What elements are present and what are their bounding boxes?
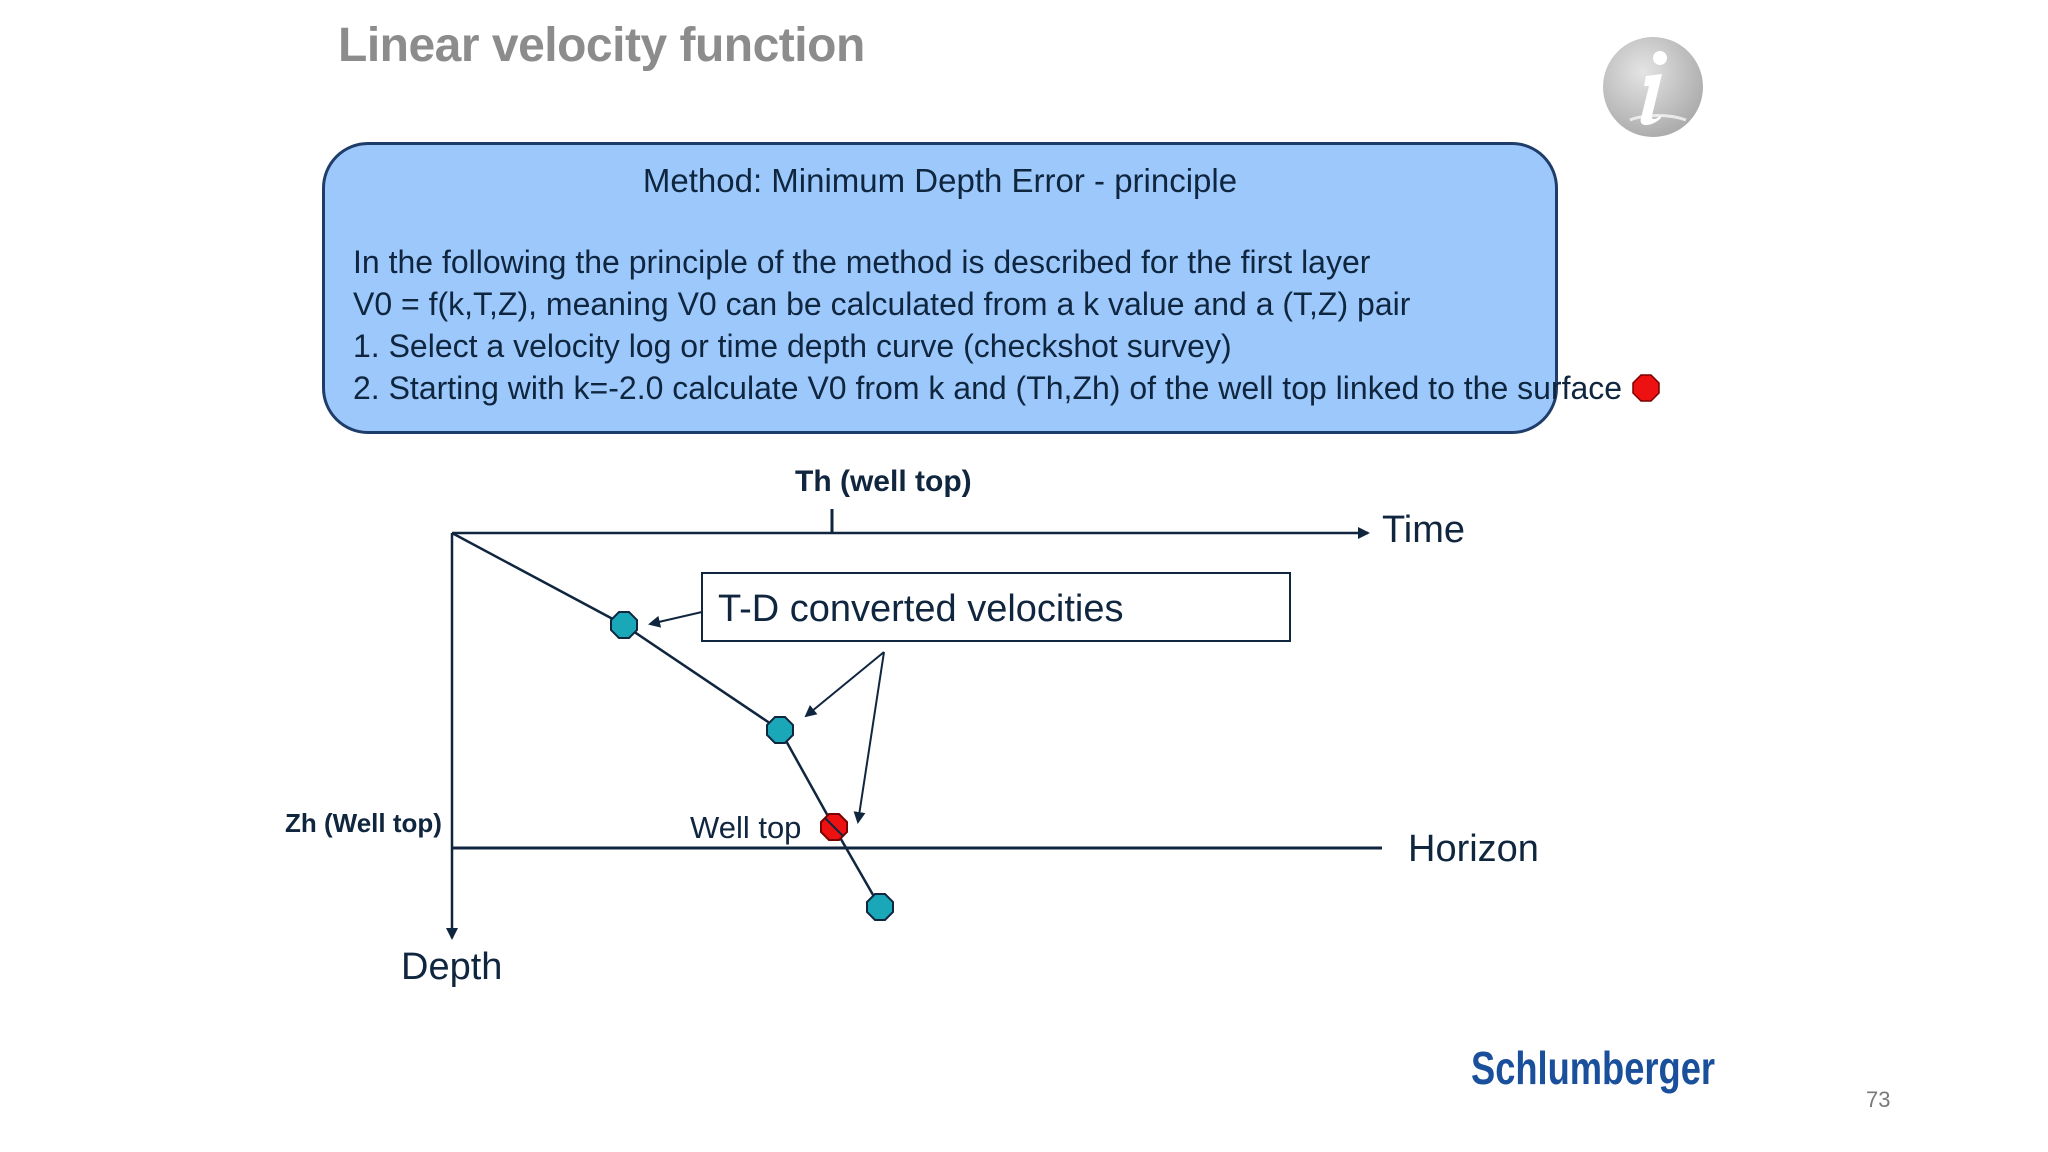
slide-title: Linear velocity function: [338, 19, 865, 72]
arrow-to-well-top: [853, 651, 885, 824]
well-top-marker: [820, 813, 848, 841]
method-lines: In the following the principle of the me…: [353, 241, 1660, 409]
horizon-label: Horizon: [1408, 828, 1539, 870]
svg-text:Schlumberger: Schlumberger: [1471, 1042, 1715, 1094]
info-icon: [1603, 37, 1703, 137]
zh-label: Zh (Well top): [285, 808, 442, 838]
arrow-to-marker-1: [648, 611, 703, 628]
page-number: 73: [1866, 1087, 1891, 1112]
td-velocities-box: [701, 572, 1291, 642]
teal-marker-2: [766, 716, 794, 744]
red-octagon-marker-icon: [1632, 373, 1660, 402]
method-line: 1. Select a velocity log or time depth c…: [353, 328, 1232, 364]
th-label: Th (well top): [795, 465, 972, 498]
td-velocities-label: T-D converted velocities: [718, 588, 1124, 630]
method-box: Method: Minimum Depth Error - principle …: [322, 142, 1660, 434]
depth-axis-label: Depth: [401, 946, 502, 988]
method-heading: Method: Minimum Depth Error - principle: [642, 162, 1238, 199]
teal-marker-1: [610, 611, 638, 639]
method-line: In the following the principle of the me…: [353, 244, 1371, 280]
time-axis-label: Time: [1382, 509, 1465, 551]
schlumberger-logo: Schlumberger: [1471, 1042, 1715, 1094]
method-line: V0 = f(k,T,Z), meaning V0 can be calcula…: [353, 286, 1411, 322]
teal-marker-3: [866, 893, 894, 921]
arrow-to-marker-2: [804, 651, 885, 718]
well-top-label: Well top: [690, 810, 801, 845]
method-line: 2. Starting with k=-2.0 calculate V0 fro…: [353, 367, 1660, 409]
